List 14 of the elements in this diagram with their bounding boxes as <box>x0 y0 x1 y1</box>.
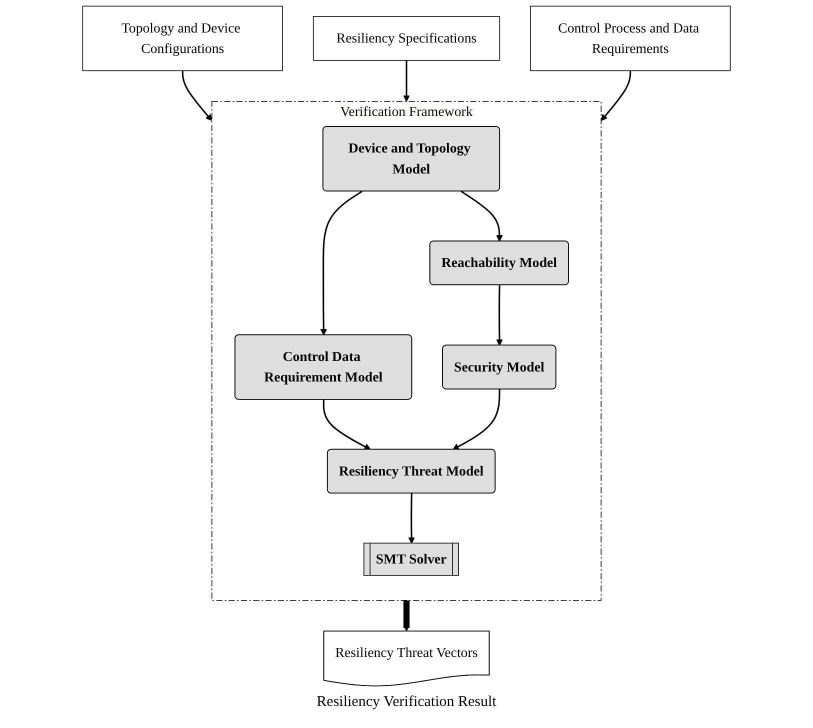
arrow <box>452 389 500 450</box>
arrow <box>322 400 371 450</box>
arrow <box>496 285 503 346</box>
arrow <box>460 190 503 242</box>
node-box: Resiliency Specifications <box>312 16 500 61</box>
arrow <box>403 60 410 102</box>
arrow <box>408 493 415 544</box>
node-box: Topology and Device Configurations <box>82 6 283 72</box>
arrow <box>182 70 212 121</box>
arrow <box>403 600 410 632</box>
arrow <box>600 70 632 121</box>
arrow <box>320 190 362 336</box>
result-caption: Resiliency Verification Result <box>316 694 496 711</box>
node-box: Control Process and Data Requirements <box>530 6 731 72</box>
